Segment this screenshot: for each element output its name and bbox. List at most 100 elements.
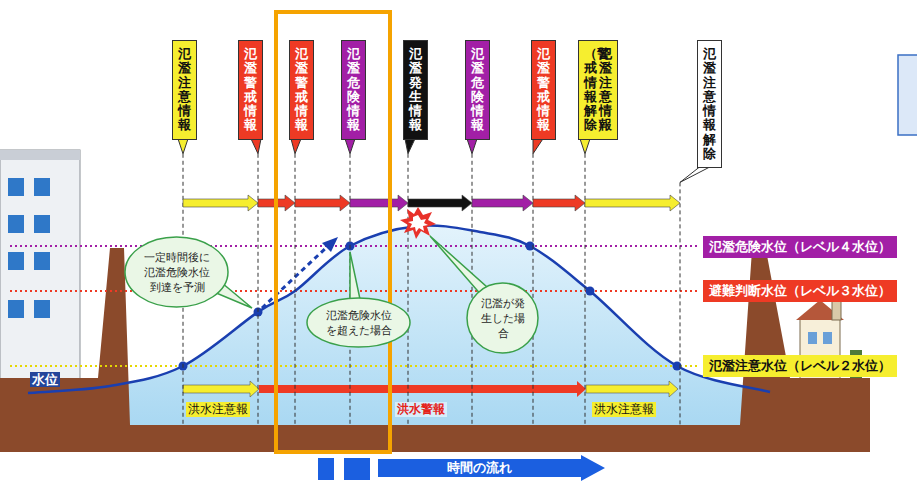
- building: [8, 215, 24, 233]
- water-level-label: 避難判断水位（レベル３水位）: [703, 280, 897, 302]
- time-arrow: 時間の流れ: [378, 455, 605, 481]
- building: [34, 178, 50, 196]
- callout-ellipse: [467, 283, 538, 353]
- building: [0, 150, 80, 380]
- flag-pointer: [251, 139, 261, 154]
- arrow-shape: [378, 455, 605, 481]
- building: [34, 215, 50, 233]
- info-flag: 氾濫注意情報解除: [697, 40, 722, 168]
- level-text: 氾濫注意水位（レベル２水位）: [709, 358, 891, 373]
- prediction-arrow: [322, 237, 338, 252]
- info-flag: 氾濫危険情報: [465, 40, 490, 140]
- water-level-label: 氾濫危険水位（レベル４水位）: [703, 236, 897, 258]
- water-level-label: 氾濫注意水位（レベル２水位）: [703, 355, 897, 377]
- side-panel: [898, 55, 917, 135]
- flood-burst: [400, 207, 436, 239]
- building: [8, 300, 24, 318]
- house: [823, 332, 832, 344]
- flag-pointer: [291, 139, 301, 154]
- time-squares: [344, 458, 370, 480]
- flag-text: （警戒情報解除）: [584, 47, 597, 133]
- callout-text: 氾濫危険水位を超えた場合: [325, 308, 393, 338]
- guide-line: [258, 154, 259, 425]
- flag-pointers: [178, 139, 709, 425]
- building: [8, 178, 24, 196]
- flag-text: 氾濫注意情報: [599, 47, 612, 133]
- level-lines: [10, 246, 699, 366]
- water-fill: [124, 225, 746, 426]
- flood-burst: [400, 207, 436, 239]
- arrow-text: 時間の流れ: [378, 455, 581, 481]
- advisory-label: 洪水注意報: [592, 402, 656, 417]
- guide-line: [680, 182, 681, 425]
- guide-line: [408, 154, 409, 425]
- timeline-arrow: [295, 195, 350, 211]
- info-flag: 氾濫注意情報: [172, 40, 197, 140]
- info-flag: 氾濫発生情報: [403, 40, 428, 140]
- callout-bubble: 一定時間後に氾濫危険水位到達を予測: [124, 236, 229, 308]
- building: [0, 150, 80, 160]
- flag-pointer: [178, 139, 188, 154]
- prediction-arrow: [262, 237, 338, 308]
- building: [0, 150, 80, 380]
- guide-line: [585, 154, 586, 425]
- warning-label: 洪水警報: [395, 402, 447, 417]
- axis-label: 水位: [30, 372, 60, 387]
- building: [8, 252, 24, 270]
- warning-bars: [183, 381, 259, 397]
- callout-bubble: 氾濫危険水位を超えた場合: [306, 297, 411, 348]
- timeline-arrow: [533, 195, 585, 211]
- flag-text: 氾濫注意情報: [178, 47, 191, 133]
- flag-pointer: [580, 139, 590, 154]
- highlight-frame: [276, 12, 390, 452]
- water-level-curve: [28, 225, 770, 393]
- callout-ellipse: [306, 297, 411, 348]
- flag-pointer: [467, 139, 477, 154]
- level-point: [586, 287, 595, 296]
- flag-text: 氾濫危険情報: [347, 47, 360, 133]
- timeline-arrow: [585, 195, 680, 211]
- flag-text: 氾濫警戒情報: [537, 47, 550, 133]
- flood-burst: [408, 215, 428, 232]
- callout-ellipse: [125, 237, 228, 307]
- info-flag: 氾濫警戒情報: [531, 40, 556, 140]
- info-flag: 氾濫危険情報: [341, 40, 366, 140]
- info-flag: 氾濫警戒情報: [238, 40, 263, 140]
- level-text: 避難判断水位（レベル３水位）: [709, 283, 891, 298]
- timeline-arrow: [472, 195, 533, 211]
- time-squares: [318, 458, 370, 480]
- flag-text: 氾濫注意情報解除: [703, 47, 716, 161]
- guide-line: [472, 154, 473, 425]
- callout-ellipse: [307, 298, 410, 347]
- guide-line: [295, 154, 296, 425]
- advisory-label: 洪水注意報: [186, 402, 250, 417]
- flag-pointer: [345, 139, 355, 154]
- level-text: 氾濫危険水位（レベル４水位）: [709, 239, 891, 254]
- flag-text: 氾濫発生情報: [409, 47, 422, 133]
- level-lines: [10, 365, 699, 367]
- flag-pointer: [405, 139, 415, 154]
- warning-bars: [183, 381, 678, 397]
- flag-text: 氾濫警戒情報: [295, 47, 308, 133]
- warning-bars: [586, 381, 678, 397]
- time-squares: [318, 458, 334, 480]
- building: [34, 300, 50, 318]
- flag-text: 氾濫警戒情報: [244, 47, 257, 133]
- flag-pointer: [680, 167, 709, 182]
- water-fill: [28, 225, 770, 426]
- info-flag: （警戒情報解除）氾濫注意情報: [578, 40, 618, 140]
- water-level-curve: [28, 225, 770, 393]
- timeline-arrows: [183, 195, 680, 211]
- flag-text: 氾濫危険情報: [471, 47, 484, 133]
- warning-bars: [259, 381, 586, 397]
- callout-text: 氾濫が発生した場合: [480, 296, 526, 341]
- info-flag: 氾濫警戒情報: [289, 40, 314, 140]
- timeline-arrow: [350, 195, 408, 211]
- callout-bubble: 氾濫が発生した場合: [466, 282, 539, 354]
- flag-pointer: [533, 139, 543, 154]
- callout-text: 一定時間後に氾濫危険水位到達を予測: [143, 250, 211, 295]
- timeline-arrow: [183, 195, 258, 211]
- building: [34, 252, 50, 270]
